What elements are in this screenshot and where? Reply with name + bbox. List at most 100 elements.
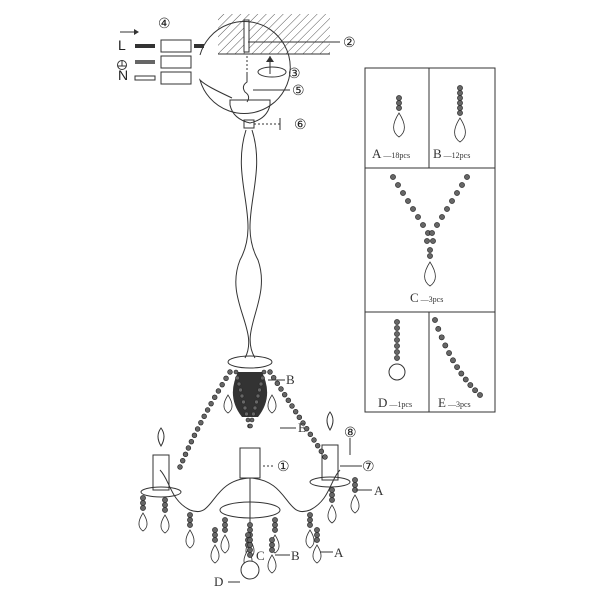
part-a-cell: A—18pcs bbox=[372, 146, 410, 161]
crystal-bead bbox=[212, 537, 218, 543]
crystal-drop bbox=[312, 544, 322, 564]
crystal-bead bbox=[467, 382, 474, 388]
step-8-label: ⑧ bbox=[344, 424, 357, 440]
rotate-icon bbox=[257, 66, 287, 78]
crystal-bead bbox=[477, 392, 483, 398]
crystal-bead bbox=[394, 331, 400, 337]
part-e-letter: E bbox=[438, 395, 446, 410]
crystal-bead bbox=[140, 500, 146, 506]
hook bbox=[242, 56, 287, 103]
crystal-bead bbox=[212, 527, 218, 533]
crystal-bead bbox=[212, 394, 218, 401]
crystal-bead bbox=[444, 206, 450, 212]
crystal-bead bbox=[272, 522, 278, 528]
chandelier-body bbox=[140, 355, 362, 528]
crystal-bead bbox=[269, 537, 275, 543]
crystal-bead bbox=[187, 512, 193, 518]
crystal-bead bbox=[307, 517, 313, 523]
crystal-drop bbox=[220, 534, 230, 554]
crystal-bead bbox=[454, 190, 460, 196]
crystal-bead bbox=[239, 393, 245, 399]
crystal-bead bbox=[255, 393, 261, 399]
part-d-cell: D—1pcs bbox=[378, 395, 412, 410]
crystal-bead bbox=[245, 532, 251, 538]
crystal-bead bbox=[292, 408, 299, 415]
crystal-bead bbox=[248, 423, 253, 429]
ceiling-screw bbox=[243, 19, 250, 53]
crystal-bead bbox=[233, 369, 239, 375]
crystal-drop bbox=[454, 117, 466, 143]
crystal-bead bbox=[247, 537, 253, 543]
crystal-ball bbox=[240, 560, 260, 580]
crystal-bead bbox=[236, 381, 242, 387]
crystal-bead bbox=[247, 552, 253, 558]
crystal-bead bbox=[458, 370, 465, 377]
svg-text:D—1pcs: D—1pcs bbox=[378, 395, 412, 410]
step-5-label: ⑤ bbox=[292, 82, 305, 98]
crystal-bead bbox=[162, 507, 168, 513]
crystal-drop bbox=[267, 554, 277, 574]
crystal-bead bbox=[267, 369, 273, 375]
callout-b-top: B bbox=[286, 372, 295, 387]
crystal-bead bbox=[457, 105, 463, 111]
step-2-label: ② bbox=[343, 34, 356, 50]
callout-c: C bbox=[256, 548, 265, 563]
crystal-bead bbox=[269, 542, 275, 548]
crystal-bead bbox=[278, 386, 284, 392]
live-label: L bbox=[118, 37, 126, 53]
crystal-bead bbox=[300, 420, 306, 426]
callout-a-right: A bbox=[374, 483, 384, 498]
crystal-bead bbox=[182, 451, 189, 458]
crystal-drop bbox=[160, 514, 170, 534]
earth-icon bbox=[117, 60, 127, 70]
crystal-bead bbox=[390, 174, 396, 180]
svg-text:E—3pcs: E—3pcs bbox=[438, 395, 471, 410]
crystal-bead bbox=[223, 375, 229, 382]
crystal-bead bbox=[472, 387, 478, 394]
step-6-label: ⑥ bbox=[294, 116, 307, 132]
crystal-drop bbox=[210, 544, 220, 564]
canopy bbox=[229, 99, 282, 130]
crystal-bead bbox=[245, 417, 251, 423]
crystal-bead bbox=[454, 364, 460, 371]
callout-b-bottom: B bbox=[291, 548, 300, 563]
crystal-bead bbox=[449, 198, 455, 204]
crystal-bead bbox=[208, 400, 214, 407]
crystal-bead bbox=[274, 380, 281, 387]
crystal-bead bbox=[352, 482, 358, 488]
ceiling bbox=[218, 14, 340, 55]
crystal-bead bbox=[201, 413, 207, 420]
crystal-bead bbox=[314, 527, 320, 533]
crystal-bead bbox=[394, 343, 400, 349]
crystal-bead bbox=[212, 532, 218, 538]
chain bbox=[235, 129, 262, 359]
crystal-bead bbox=[235, 375, 240, 381]
step-1-label: ① bbox=[277, 458, 290, 474]
crystal-bead bbox=[261, 369, 267, 375]
crystal-bead bbox=[329, 487, 335, 493]
crystal-bead bbox=[215, 388, 222, 394]
part-c-cell: C—3pcs bbox=[410, 290, 443, 305]
crystal-bead bbox=[352, 477, 358, 483]
crystal-bead bbox=[420, 222, 426, 228]
crystal-bead bbox=[194, 426, 201, 432]
crystal-bead bbox=[185, 445, 192, 451]
crystal-bead bbox=[162, 497, 168, 503]
svg-text:B—12pcs: B—12pcs bbox=[433, 146, 470, 161]
crystal-bead bbox=[464, 174, 470, 180]
crystal-bead bbox=[242, 405, 248, 411]
crystal-drop bbox=[350, 494, 360, 514]
crystal-bead bbox=[329, 492, 335, 498]
crystal-bead bbox=[311, 437, 317, 443]
crystal-bead bbox=[442, 342, 449, 349]
crystal-bead bbox=[238, 387, 243, 393]
crystal-bead bbox=[251, 411, 256, 417]
crystal-bead bbox=[427, 253, 433, 259]
crystal-bead bbox=[307, 431, 314, 438]
part-illustrations bbox=[388, 85, 483, 398]
crystal-drop bbox=[185, 529, 195, 549]
crystal-drop bbox=[138, 512, 148, 532]
callout-a-bottom: A bbox=[334, 545, 344, 560]
crystal-bead bbox=[252, 405, 258, 411]
